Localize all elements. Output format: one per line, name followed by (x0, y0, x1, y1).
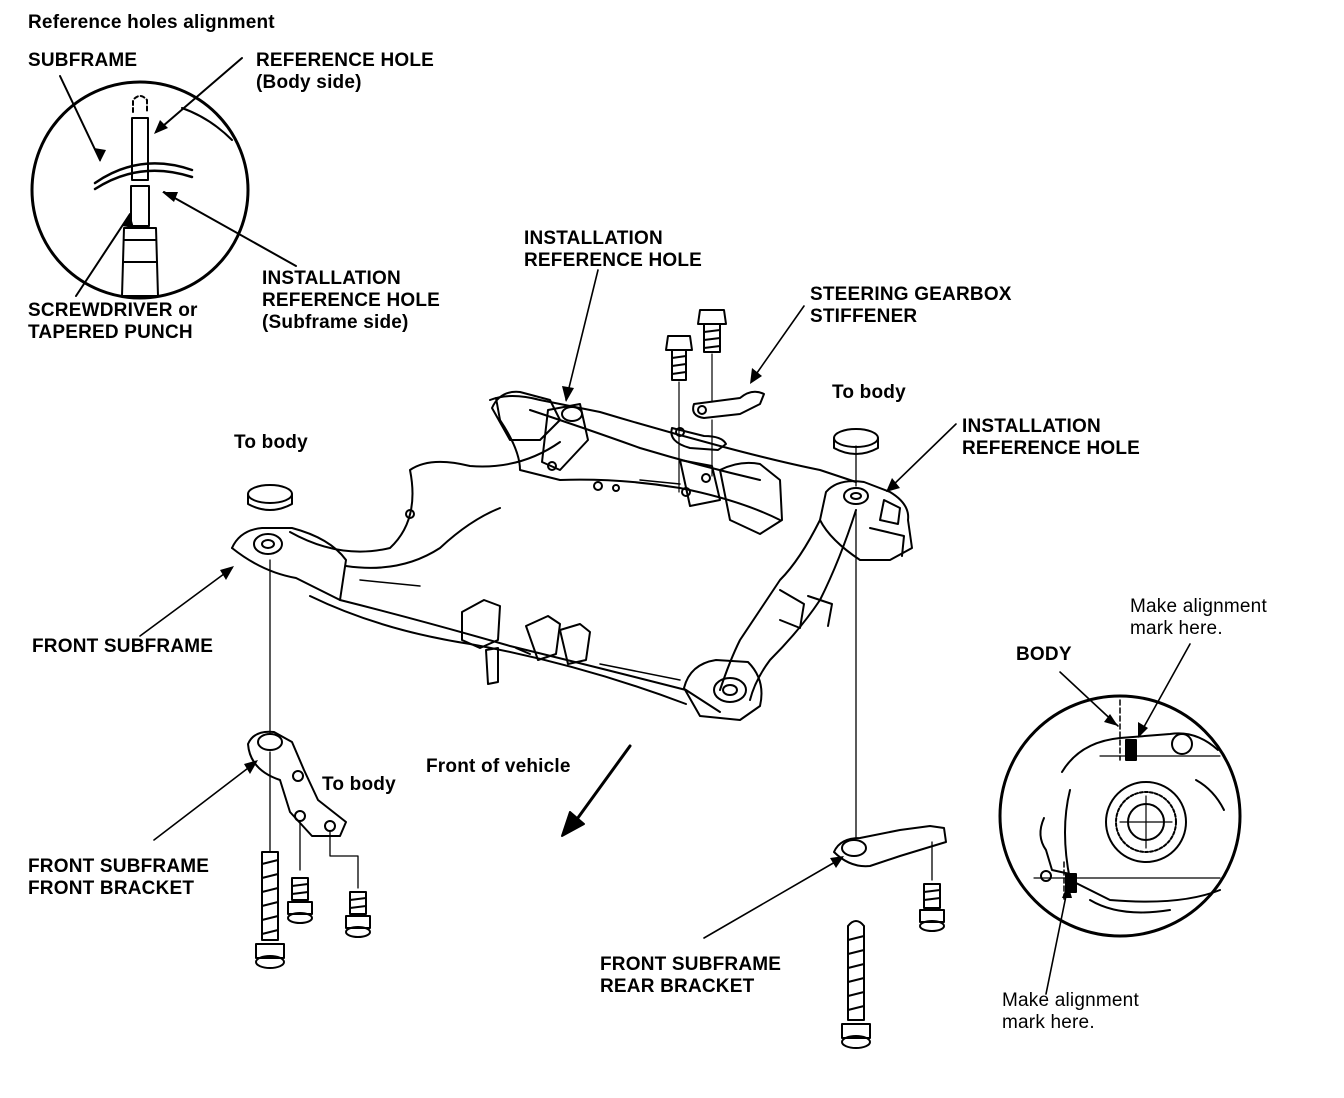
front-subframe-label: FRONT SUBFRAME (32, 636, 214, 657)
mount-cushions (247, 428, 879, 511)
rear-bracket-assembly (833, 825, 947, 1049)
subframe-label: SUBFRAME (28, 50, 138, 71)
to-body-bracket-label: To body (322, 774, 396, 795)
install-ref-top-label-1: INSTALLATION (524, 228, 663, 249)
front-bracket-label-2: FRONT BRACKET (28, 878, 195, 899)
inset-title: Reference holes alignment (28, 12, 275, 33)
alignment-mark-inset (998, 694, 1242, 938)
make-mark-top-label-2: mark here. (1130, 618, 1223, 639)
body-label: BODY (1016, 644, 1072, 665)
front-subframe-body (231, 390, 913, 721)
make-mark-top-label-1: Make alignment (1130, 596, 1267, 617)
arrowheads (94, 120, 1148, 898)
install-ref-sub-label-1: INSTALLATION (262, 268, 401, 289)
install-ref-sub-label-3: (Subframe side) (262, 312, 409, 333)
install-ref-right-label-1: INSTALLATION (962, 416, 1101, 437)
to-body-right-label: To body (832, 382, 906, 403)
rear-bracket-label-1: FRONT SUBFRAME (600, 954, 782, 975)
install-ref-right-label-2: REFERENCE HOLE (962, 438, 1141, 459)
reference-hole-inset (30, 57, 297, 300)
front-bracket-label-1: FRONT SUBFRAME (28, 856, 210, 877)
front-of-vehicle-label: Front of vehicle (426, 756, 571, 777)
reference-hole-label: REFERENCE HOLE (256, 50, 435, 71)
screwdriver-label-1: SCREWDRIVER or (28, 300, 198, 321)
make-mark-bottom-label-2: mark here. (1002, 1012, 1095, 1033)
front-bracket-assembly (247, 730, 371, 969)
body-side-label: (Body side) (256, 72, 362, 93)
front-of-vehicle-arrow (561, 744, 632, 837)
steering-stiffener-label-2: STIFFENER (810, 306, 918, 327)
steering-gearbox-stiffener (665, 309, 765, 493)
install-ref-sub-label-2: REFERENCE HOLE (262, 290, 441, 311)
make-mark-bottom-label-1: Make alignment (1002, 990, 1139, 1011)
alignment-lines (269, 445, 857, 839)
install-ref-top-label-2: REFERENCE HOLE (524, 250, 703, 271)
rear-bracket-label-2: REAR BRACKET (600, 976, 755, 997)
screwdriver-label-2: TAPERED PUNCH (28, 322, 193, 343)
to-body-left-label: To body (234, 432, 308, 453)
steering-stiffener-label-1: STEERING GEARBOX (810, 284, 1012, 305)
